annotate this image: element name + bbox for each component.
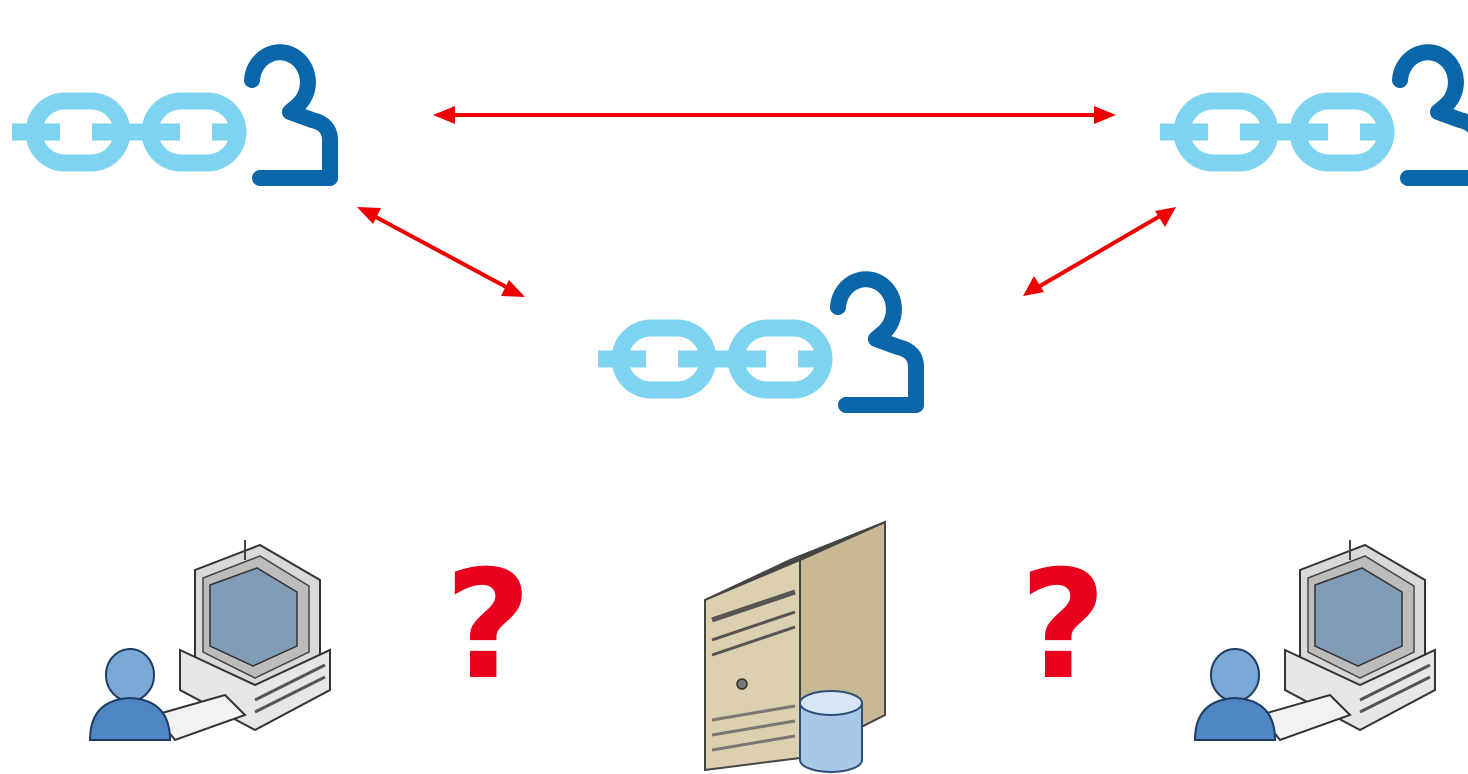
chain-link-person-icon (1160, 52, 1468, 178)
database-icon (799, 690, 863, 773)
question-mark-right: ? (1019, 539, 1106, 713)
question-mark-left: ? (444, 539, 531, 713)
user-workstation-icon (88, 538, 332, 742)
connections (357, 106, 1176, 297)
arrow-left-diagonal (357, 207, 525, 297)
chain-link-person-icon (598, 279, 916, 405)
database-server-icon (704, 520, 886, 773)
chain-link-person-icon (12, 52, 330, 178)
user-workstation-icon (1193, 538, 1437, 742)
arrow-right-diagonal (1023, 207, 1176, 296)
arrow-top-horizontal (433, 106, 1116, 124)
